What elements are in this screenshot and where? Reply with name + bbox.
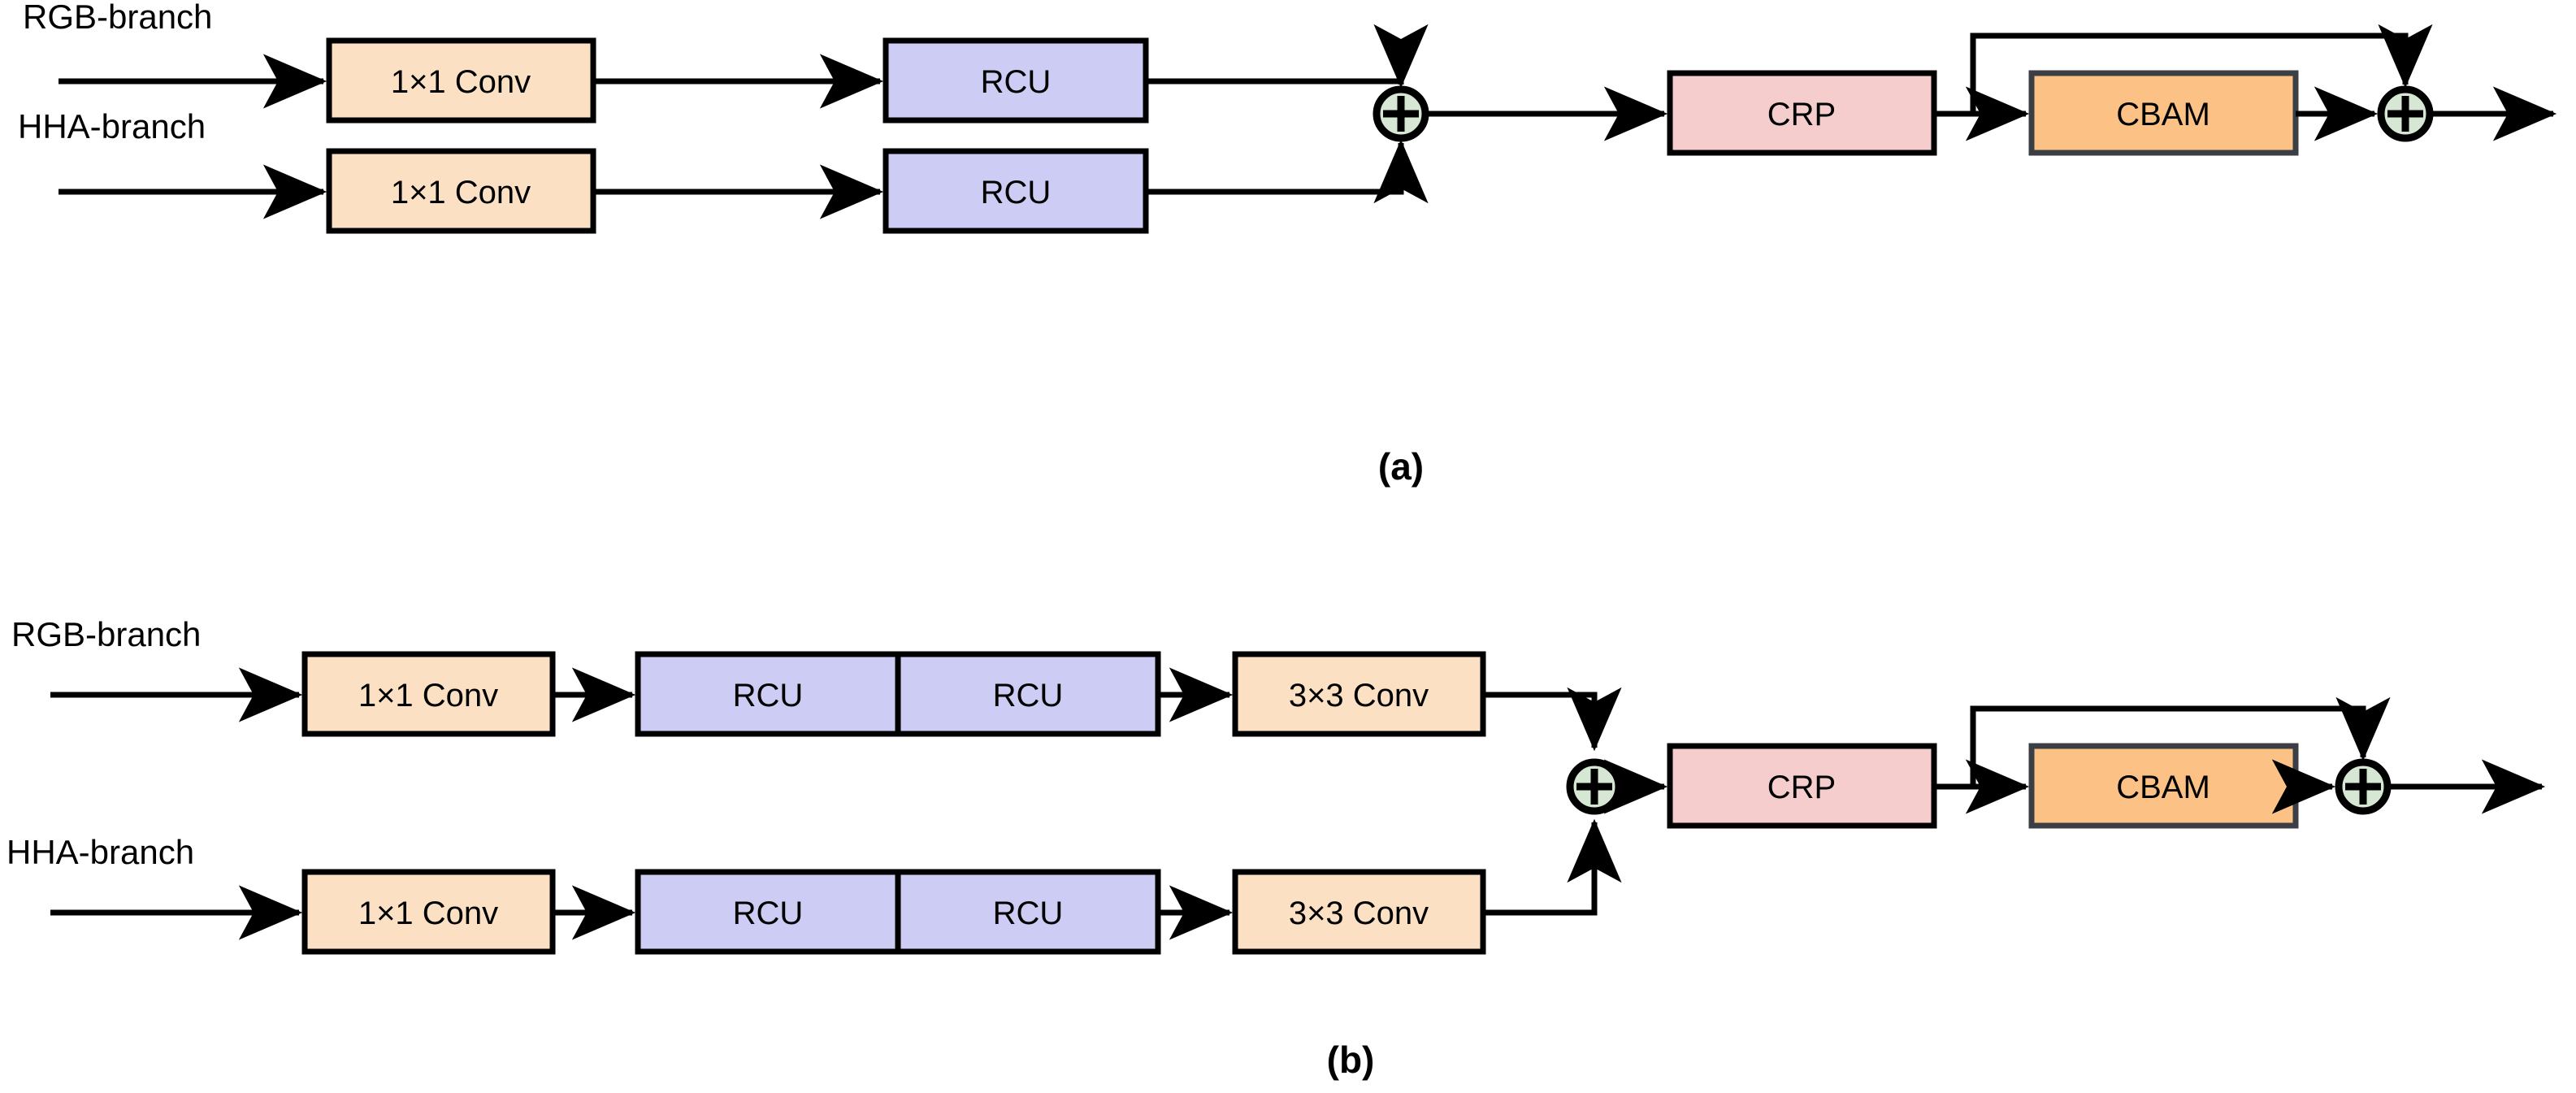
- panel-b-rgb-rcu2-box: [895, 651, 1161, 737]
- panel-b-hha-to-merge-wire: [1483, 829, 1598, 916]
- panel-a-sum-fusion-node: [1373, 85, 1429, 142]
- panel-a-rgb-branch-label: RGB-branch: [23, 0, 212, 36]
- panel-b-hha-conv1x1-label: 1×1 Conv: [358, 896, 498, 931]
- panel-a-crp-box: [1667, 70, 1937, 156]
- panel-a-cbam-box: [2028, 70, 2299, 156]
- panel-b-rgb-conv1x1-label: 1×1 Conv: [358, 678, 498, 713]
- panel-b-rgb-conv3x3-box: [1232, 651, 1486, 737]
- panel-a-rgb-to-merge-wire: [1146, 78, 1404, 85]
- panel-a-crp-label: CRP: [1767, 97, 1836, 132]
- panel-a-hha-branch-label: HHA-branch: [18, 107, 206, 145]
- panel-b-hha-rcu2-label: RCU: [993, 896, 1064, 931]
- panel-a-hha-conv1x1-label: 1×1 Conv: [391, 175, 531, 210]
- panel-b: RGB-branch 1×1 Conv RCU RCU 3×3 Conv HHA…: [7, 615, 2546, 1081]
- panel-b-sum-fusion-node: [1566, 758, 1623, 815]
- panel-a-rgb-conv1x1-label: 1×1 Conv: [391, 64, 531, 100]
- panel-b-rgb-rcu1-label: RCU: [733, 678, 804, 713]
- panel-a-cbam-label: CBAM: [2116, 97, 2210, 132]
- panel-b-caption: (b): [1327, 1039, 1375, 1081]
- panel-a-hha-conv1x1-box: [326, 148, 596, 234]
- panel-a-caption: (a): [1378, 445, 1424, 488]
- panel-b-sum-residual-node: [2335, 758, 2392, 815]
- panel-b-cbam-label: CBAM: [2116, 770, 2210, 805]
- panel-b-rgb-rcu2-label: RCU: [993, 678, 1064, 713]
- panel-a-sum-residual-node: [2377, 85, 2434, 142]
- panel-b-rgb-rcu1-box: [635, 651, 901, 737]
- panel-b-rgb-conv1x1-box: [301, 651, 556, 737]
- panel-a-rgb-rcu-label: RCU: [981, 64, 1052, 100]
- panel-b-rgb-branch-label: RGB-branch: [11, 615, 201, 653]
- panel-b-rgb-conv3x3-label: 3×3 Conv: [1289, 678, 1429, 713]
- panel-a: RGB-branch 1×1 Conv RCU HHA-branch 1×1 C…: [18, 0, 2557, 488]
- panel-b-hha-conv1x1-box: [301, 869, 556, 955]
- panel-b-rgb-to-merge-wire: [1483, 692, 1598, 741]
- panel-a-hha-rcu-label: RCU: [981, 175, 1052, 210]
- panel-a-hha-to-merge-wire: [1146, 150, 1404, 195]
- panel-b-hha-conv3x3-label: 3×3 Conv: [1289, 896, 1429, 931]
- panel-b-crp-label: CRP: [1767, 770, 1836, 805]
- panel-b-hha-branch-label: HHA-branch: [7, 833, 194, 871]
- panel-b-cbam-box: [2028, 743, 2299, 829]
- panel-b-hha-rcu1-label: RCU: [733, 896, 804, 931]
